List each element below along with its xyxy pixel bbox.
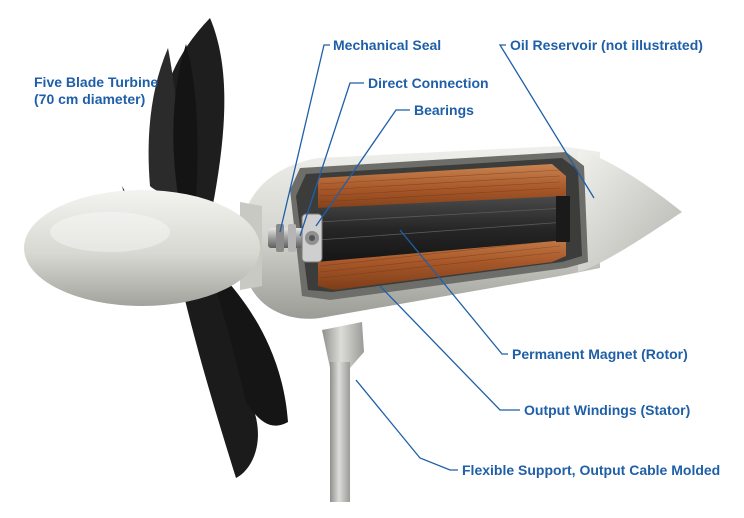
- label-turbine-line2: (70 cm diameter): [34, 91, 146, 107]
- label-mechanical-seal: Mechanical Seal: [333, 37, 442, 53]
- label-turbine-line1: Five Blade Turbine: [34, 74, 159, 90]
- label-bearings: Bearings: [414, 102, 474, 118]
- rotor-magnet: [310, 196, 570, 262]
- leader-flexible-support: [355, 379, 458, 471]
- label-flexible-support: Flexible Support, Output Cable Molded: [462, 462, 721, 478]
- shaft-and-bearing: [268, 213, 323, 263]
- label-direct-connection: Direct Connection: [368, 75, 489, 91]
- leader-lines: [279, 44, 595, 471]
- leader-bearings: [315, 109, 410, 227]
- leader-direct-connection: [299, 82, 364, 237]
- label-output-windings: Output Windings (Stator): [524, 402, 691, 418]
- leader-oil-reservoir: [498, 44, 595, 199]
- leader-permanent-magnet: [399, 229, 508, 355]
- label-permanent-magnet: Permanent Magnet (Rotor): [512, 346, 688, 362]
- leader-output-windings: [379, 285, 520, 411]
- support-pole: [322, 322, 364, 502]
- leader-mechanical-seal: [279, 44, 330, 233]
- label-oil-reservoir: Oil Reservoir (not illustrated): [510, 37, 703, 53]
- label-five-blade-turbine: Five Blade Turbine (70 cm diameter): [34, 74, 204, 108]
- hub-nose: [24, 190, 262, 306]
